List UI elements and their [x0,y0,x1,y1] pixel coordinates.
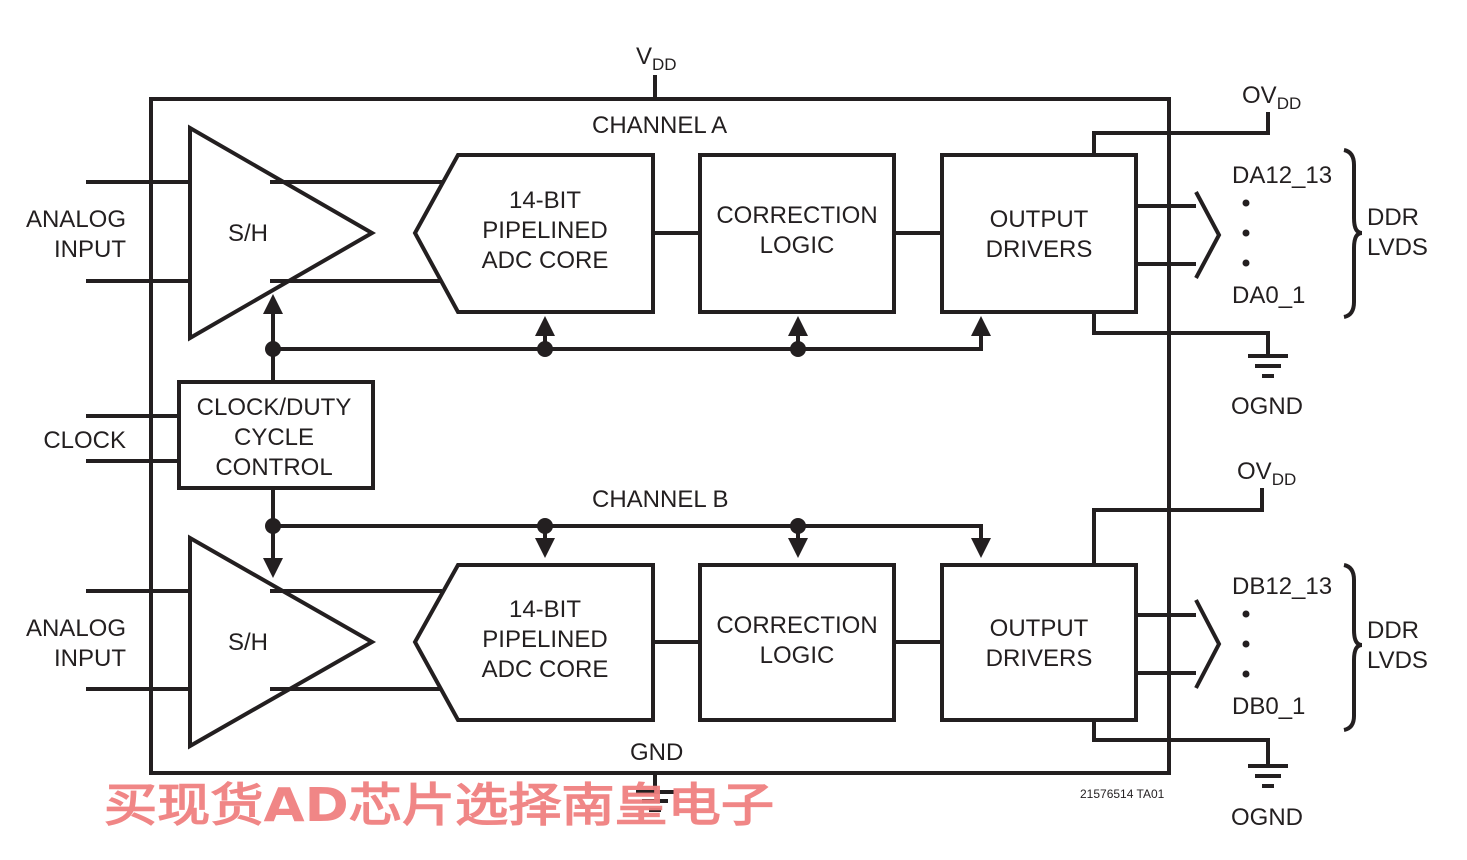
bus-a-type-1: DDR [1367,204,1419,231]
sample-hold-b-label: S/H [228,629,268,656]
drivers-b-line-1: OUTPUT [990,615,1089,642]
clock-node-b-3 [790,518,806,534]
ognd-a-label: OGND [1231,393,1303,420]
bus-a-arrow [1194,191,1222,279]
correction-a-line-2: LOGIC [760,232,835,259]
clock-node-a-1 [265,341,281,357]
gnd-symbol [636,773,674,812]
adc-b-line-2: PIPELINED [482,626,607,653]
clock-node-a-3 [790,341,806,357]
sample-hold-b [188,534,377,750]
bus-a-type-2: LVDS [1367,234,1428,261]
ovdd-a-wire [1092,112,1270,155]
correction-a-line-1: CORRECTION [716,202,877,229]
bus-b-type-1: DDR [1367,617,1419,644]
clock-bus-b [273,524,991,558]
clock-node-b-1 [265,518,281,534]
channel-a-title: CHANNEL A [592,112,727,139]
ovdd-b-wire [1092,488,1264,565]
bus-a-brace [1343,148,1363,319]
bus-a-dot-1 [1242,199,1250,207]
adc-core-a [412,153,655,314]
bus-b-top-label: DB12_13 [1232,573,1332,600]
drivers-a-line-2: DRIVERS [986,236,1093,263]
analog-input-a-label-1: ANALOG [26,206,126,233]
analog-input-b-label-2: INPUT [54,645,126,672]
drivers-a-line-1: OUTPUT [990,206,1089,233]
correction-b-line-1: CORRECTION [716,612,877,639]
channel-b-title: CHANNEL B [592,486,728,513]
adc-core-b [412,563,655,722]
adc-b-line-1: 14-BIT [509,596,581,623]
chip-outline [149,97,1171,775]
bus-a-dot-3 [1242,259,1250,267]
clock-block-line-3: CONTROL [215,454,332,481]
clock-node-a-2 [537,341,553,357]
bus-b-type-2: LVDS [1367,647,1428,674]
analog-input-b-label-1: ANALOG [26,615,126,642]
analog-input-a-label-2: INPUT [54,236,126,263]
drivers-b-line-2: DRIVERS [986,645,1093,672]
output-drivers-b [940,563,1138,722]
clock-duty-cycle-control [177,380,375,490]
bus-b-dot-1 [1242,610,1250,618]
bus-b-bottom-label: DB0_1 [1232,693,1305,720]
ognd-b-label: OGND [1231,804,1303,831]
adc-a-line-3: ADC CORE [482,247,609,274]
ognd-a-wire [1092,312,1270,356]
sample-hold-a [188,124,377,342]
watermark-text: 买现货AD芯片选择南皇电子 [104,778,774,832]
vdd-label: VDD [636,43,677,74]
bus-b-dot-3 [1242,670,1250,678]
bus-a-top-label: DA12_13 [1232,162,1332,189]
ognd-b-symbol [1248,764,1288,788]
bus-b-dot-2 [1242,640,1250,648]
adc-b-line-3: ADC CORE [482,656,609,683]
ovdd-b-label: OVDD [1237,458,1296,489]
bus-b-brace [1343,563,1363,732]
clock-bus-a [273,316,991,351]
clock-label: CLOCK [43,427,126,454]
adc-a-line-1: 14-BIT [509,187,581,214]
clock-block-line-2: CYCLE [234,424,314,451]
figure-id: 21576514 TA01 [1080,787,1165,801]
bus-b-arrow [1194,599,1222,689]
correction-logic-b [698,563,896,722]
clock-block-line-1: CLOCK/DUTY [197,394,352,421]
sample-hold-a-label: S/H [228,220,268,247]
ognd-a-symbol [1248,354,1288,378]
correction-b-line-2: LOGIC [760,642,835,669]
ovdd-a-label: OVDD [1242,82,1301,113]
output-drivers-a [940,153,1138,314]
ognd-b-wire [1092,720,1270,766]
adc-a-line-2: PIPELINED [482,217,607,244]
clock-node-b-2 [537,518,553,534]
bus-a-dot-2 [1242,229,1250,237]
gnd-label: GND [630,739,683,766]
bus-a-bottom-label: DA0_1 [1232,282,1305,309]
